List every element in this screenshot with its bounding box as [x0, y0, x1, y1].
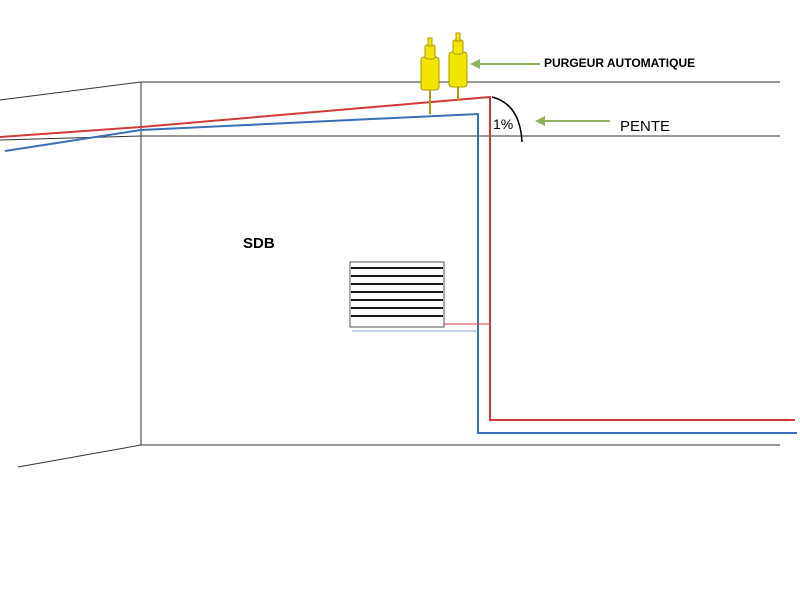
wall-ceiling-left: [0, 81, 142, 101]
wall-ceiling-lower-left: [0, 135, 142, 141]
label-slope: 1%: [493, 116, 513, 132]
radiator-icon: [349, 261, 490, 332]
blue-pipe: [4, 112, 797, 434]
red-pipe: [0, 95, 795, 421]
arrow-left-icon: [470, 59, 540, 69]
label-purgeur: PURGEUR AUTOMATIQUE: [544, 56, 695, 70]
arrow-left-icon: [535, 116, 610, 126]
air-vent-icon: [420, 32, 468, 114]
label-pente: PENTE: [620, 118, 670, 135]
wall-floor-left: [17, 444, 142, 468]
room-walls: [0, 81, 780, 468]
label-room: SDB: [243, 235, 275, 252]
slope-arc: [491, 96, 523, 143]
